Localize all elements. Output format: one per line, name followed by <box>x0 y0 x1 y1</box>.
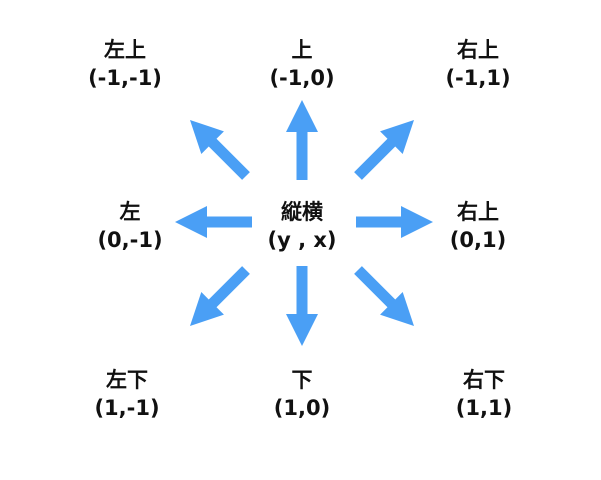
label-down-right: 右下 (1,1) <box>414 366 554 422</box>
direction-name: 上 <box>291 38 313 62</box>
arrow-down-left-icon <box>190 266 250 326</box>
label-left: 左 (0,-1) <box>60 198 200 254</box>
direction-coords: (1,1) <box>455 396 513 420</box>
center-title: 縦横 <box>281 200 323 224</box>
direction-name: 右下 <box>463 368 505 392</box>
direction-coords: (1,0) <box>273 396 331 420</box>
arrow-left-icon <box>175 206 252 238</box>
direction-coords: (-1,1) <box>445 66 511 90</box>
arrow-down-right-icon <box>354 266 414 326</box>
direction-name: 左下 <box>106 368 148 392</box>
direction-name: 右上 <box>457 38 499 62</box>
label-up: 上 (-1,0) <box>232 36 372 92</box>
label-up-left: 左上 (-1,-1) <box>55 36 195 92</box>
direction-name: 下 <box>291 368 313 392</box>
arrow-up-left-icon <box>190 120 250 180</box>
center-coords: (y , x) <box>267 228 337 252</box>
label-right: 右上 (0,1) <box>408 198 548 254</box>
direction-coords: (-1,-1) <box>88 66 162 90</box>
label-down: 下 (1,0) <box>232 366 372 422</box>
direction-coords: (0,1) <box>449 228 507 252</box>
direction-coords: (0,-1) <box>97 228 163 252</box>
arrow-down-icon <box>286 266 318 346</box>
direction-name: 右上 <box>457 200 499 224</box>
label-down-left: 左下 (1,-1) <box>57 366 197 422</box>
direction-name: 左 <box>119 200 141 224</box>
arrow-right-icon <box>356 206 433 238</box>
direction-coords: (1,-1) <box>94 396 160 420</box>
arrow-up-right-icon <box>354 120 414 180</box>
direction-name: 左上 <box>104 38 146 62</box>
label-up-right: 右上 (-1,1) <box>408 36 548 92</box>
arrow-up-icon <box>286 100 318 180</box>
label-center: 縦横 (y , x) <box>232 198 372 254</box>
direction-coords: (-1,0) <box>269 66 335 90</box>
